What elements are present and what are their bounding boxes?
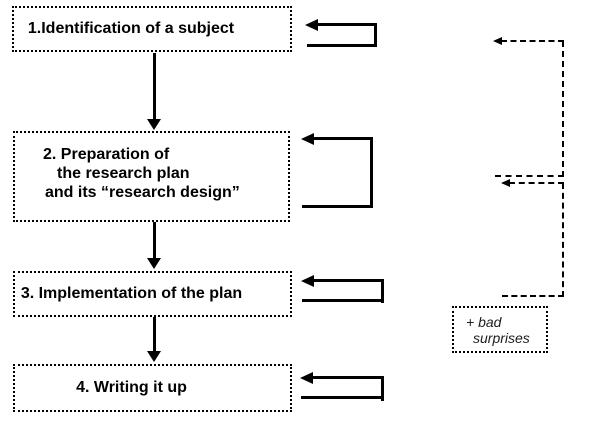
loop-bottom-line [302, 205, 373, 208]
left-arrow-icon [501, 179, 510, 187]
connector-line [153, 53, 156, 119]
loop-right-line [381, 376, 384, 401]
annotation-line-2: surprises [473, 330, 530, 346]
step-2-line-3: and its “research design” [45, 184, 240, 201]
feedback-top-line [501, 40, 564, 42]
step-2-line-2: the research plan [57, 165, 190, 182]
loop-right-line [381, 279, 384, 303]
step-box-4: 4. Writing it up [13, 364, 292, 412]
loop-top-line [317, 23, 377, 26]
feedback-top-line [509, 182, 564, 184]
bad-surprises-box: + bad surprises [452, 306, 548, 353]
down-arrow-icon [147, 258, 161, 269]
left-arrow-icon [301, 133, 314, 145]
left-arrow-icon [305, 19, 318, 31]
feedback-bottom-line [495, 175, 564, 177]
step-label-1: 1.Identification of a subject [27, 20, 235, 37]
connector-line [153, 222, 156, 259]
step-box-1: 1.Identification of a subject [12, 6, 292, 52]
loop-top-line [312, 376, 384, 379]
step-box-2: 2. Preparation of the research plan and … [13, 131, 290, 222]
step-label-3: 3. Implementation of the plan [20, 285, 243, 302]
loop-bottom-line [301, 396, 384, 399]
loop-right-line [370, 137, 373, 208]
left-arrow-icon [301, 275, 314, 287]
feedback-right-line [562, 183, 564, 297]
loop-top-line [313, 137, 373, 140]
down-arrow-icon [147, 351, 161, 362]
annotation-line-1: + bad [466, 314, 502, 330]
down-arrow-icon [147, 119, 161, 130]
loop-right-line [374, 23, 377, 47]
loop-bottom-line [302, 299, 384, 302]
step-box-3: 3. Implementation of the plan [13, 271, 292, 317]
step-label-4: 4. Writing it up [76, 379, 187, 396]
feedback-bottom-line [502, 295, 564, 297]
feedback-right-line [562, 41, 564, 177]
connector-line [153, 317, 156, 352]
loop-bottom-line [307, 44, 377, 47]
step-2-line-1: 2. Preparation of [43, 146, 170, 163]
left-arrow-icon [300, 372, 313, 384]
left-arrow-icon [493, 37, 502, 45]
loop-top-line [313, 279, 384, 282]
